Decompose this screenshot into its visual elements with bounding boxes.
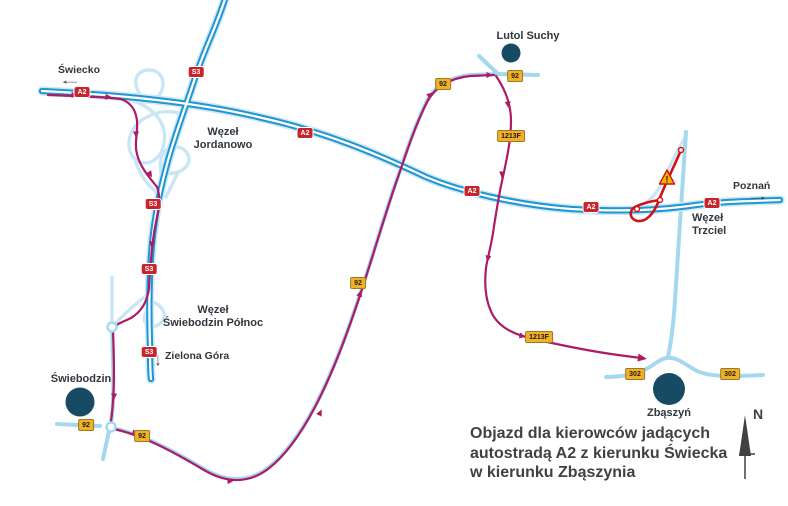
west-arrow-icon: ← [58, 73, 82, 87]
map-title-line: autostradą A2 z kierunku Świecka [470, 444, 728, 462]
junction-label-line: Świebodzin Północ [162, 316, 264, 329]
jordanowo-interchange-ramps [122, 68, 191, 199]
road-shield-92: 92 [134, 430, 150, 442]
warning-icon: ! [658, 169, 676, 185]
junction-label-swiebodzin-polnoc: Węzeł Świebodzin Północ [163, 304, 263, 329]
road-shield-s3: S3 [141, 347, 157, 357]
east-arrow-icon: → [746, 189, 771, 203]
road-shield-1213f: 1213F [525, 331, 553, 343]
road-a2-halo [42, 91, 780, 210]
road-a2 [42, 91, 780, 210]
roundabout [106, 321, 118, 333]
compass-needle-icon [739, 415, 755, 479]
map-title: Objazd dla kierowców jadących autostradą… [470, 424, 727, 483]
junction-label-line: Węzeł [197, 304, 229, 316]
direction-label-poznan: Poznań → [733, 180, 771, 203]
junction-label-line: Jordanowo [193, 138, 253, 151]
direction-text: Poznań [733, 180, 771, 192]
closure-dot [633, 205, 641, 213]
detour-end-arrowhead [637, 353, 647, 362]
town-label-lutol-suchy: Lutol Suchy [496, 30, 560, 42]
road-shield-92: 92 [507, 70, 523, 82]
road-shield-s3: S3 [145, 199, 161, 209]
detour-along-92 [112, 73, 496, 481]
closure-dot [656, 196, 664, 204]
road-trzciel-zbaszyn [666, 130, 688, 359]
road-shield-92: 92 [350, 277, 366, 289]
map-title-line: Objazd dla kierowców jadących [470, 425, 711, 442]
road-shield-s3: S3 [141, 264, 157, 274]
road-shield-a2: A2 [464, 186, 480, 196]
road-shield-a2: A2 [74, 87, 90, 97]
ramp-loop [134, 68, 165, 100]
direction-label-swiecko: Świecko ← [58, 64, 101, 86]
road-shield-302: 302 [720, 368, 740, 380]
town-dot-zbaszyn [653, 373, 685, 405]
road-shield-a2: A2 [583, 202, 599, 212]
road-shield-a2: A2 [704, 198, 720, 208]
junction-label-trzciel: Węzeł Trzciel [692, 212, 726, 237]
detour-to-swiebodzin [109, 328, 115, 423]
detour-along-1213f [484, 74, 643, 360]
road-shield-s3: S3 [188, 67, 204, 77]
ramp-connector [164, 170, 180, 199]
town-dot-lutol-suchy [501, 43, 521, 63]
direction-label-zielona-gora: ↓ Zielona Góra [155, 349, 230, 370]
junction-label-line: Trzciel [692, 224, 727, 237]
detour-route [46, 71, 647, 485]
road-south-swiebodzin [101, 429, 111, 461]
roundabout [105, 421, 117, 433]
map-title-line: w kierunku Zbąszynia [470, 464, 636, 481]
road-92-northwest-stub [477, 54, 500, 76]
south-arrow-icon: ↓ [155, 349, 161, 370]
svg-text:!: ! [666, 175, 669, 185]
swiebodzin-polnoc-interchange-ramps [110, 275, 166, 329]
road-shield-92: 92 [78, 419, 94, 431]
junction-label-line: Węzeł [207, 126, 239, 138]
closed-section-trzciel: ! [629, 146, 685, 223]
direction-text: Świecko [58, 64, 101, 76]
town-label-swiebodzin: Świebodzin [50, 373, 112, 385]
closure-dot [677, 146, 685, 154]
road-shield-a2: A2 [297, 128, 313, 138]
junction-label-line: Węzeł [692, 212, 724, 224]
ramp-loop [142, 299, 166, 329]
detour-along-a2 [46, 93, 123, 101]
town-dot-swiebodzin [65, 387, 95, 417]
detour-jordanowo-exit [119, 97, 159, 189]
closed-road [629, 148, 683, 223]
road-shield-302: 302 [625, 368, 645, 380]
road-a2-centerline [40, 89, 782, 212]
compass-north-label: N [753, 406, 764, 422]
town-label-zbaszyn: Zbąszyń [646, 407, 692, 419]
ramp-connector [133, 157, 158, 194]
road-shield-1213f: 1213F [497, 130, 525, 142]
junction-label-jordanowo: Węzeł Jordanowo [194, 126, 253, 151]
road-shield-92: 92 [435, 78, 451, 90]
direction-text: Zielona Góra [165, 350, 230, 362]
